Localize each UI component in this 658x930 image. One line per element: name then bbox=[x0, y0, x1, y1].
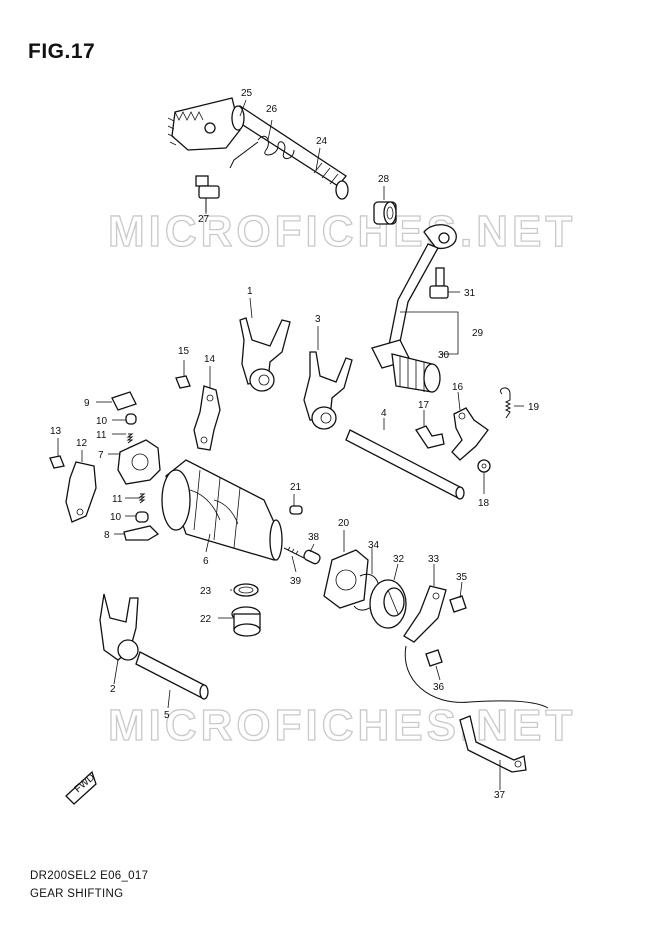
callout-6: 6 bbox=[203, 556, 209, 567]
bearing-28[interactable] bbox=[373, 201, 397, 225]
callout-1: 1 bbox=[247, 286, 253, 297]
callout-22: 22 bbox=[200, 614, 212, 625]
fork-shaft-4[interactable] bbox=[345, 429, 465, 500]
callout-3: 3 bbox=[315, 314, 321, 325]
callout-labels: 25 26 24 27 28 31 29 30 1 3 15 14 9 10 1… bbox=[50, 88, 540, 801]
callout-38: 38 bbox=[308, 532, 320, 543]
leader-lines bbox=[57, 99, 524, 790]
right-side-parts[interactable] bbox=[415, 387, 512, 473]
neutral-switch-32[interactable] bbox=[369, 579, 407, 629]
model-code: DR200SEL2 E06_017 bbox=[30, 870, 149, 882]
cam-plate-20[interactable] bbox=[323, 549, 380, 611]
bolts-35-36[interactable] bbox=[425, 595, 467, 667]
plug-22-washer-23[interactable] bbox=[231, 583, 261, 637]
callout-30: 30 bbox=[438, 350, 450, 361]
callout-11-bottom: 11 bbox=[112, 494, 123, 505]
gearshift-lever-29[interactable] bbox=[371, 224, 457, 393]
bolt-27[interactable] bbox=[195, 175, 220, 212]
callout-23: 23 bbox=[200, 586, 212, 597]
watermark-bottom: MICROFICHES.NET bbox=[108, 701, 576, 750]
callout-14: 14 bbox=[204, 354, 216, 365]
callout-11-top: 11 bbox=[96, 430, 107, 441]
callout-4: 4 bbox=[381, 408, 387, 419]
fork-1[interactable] bbox=[239, 317, 291, 392]
stopper-cam-7[interactable] bbox=[117, 439, 161, 485]
bracket-33[interactable] bbox=[403, 585, 447, 643]
small-parts-left[interactable] bbox=[49, 375, 191, 469]
fork-shaft-5[interactable] bbox=[135, 651, 209, 700]
plate-12[interactable] bbox=[65, 461, 97, 523]
gearshift-shaft-assembly[interactable] bbox=[167, 97, 349, 200]
callout-31: 31 bbox=[464, 288, 476, 299]
switch-wire bbox=[404, 645, 549, 709]
callout-15: 15 bbox=[178, 346, 190, 357]
callout-10-bottom: 10 bbox=[110, 512, 122, 523]
fork-2[interactable] bbox=[99, 593, 139, 661]
callout-39: 39 bbox=[290, 576, 302, 587]
fork-3[interactable] bbox=[303, 351, 353, 430]
callout-35: 35 bbox=[456, 572, 468, 583]
callout-16: 16 bbox=[452, 382, 464, 393]
callout-20: 20 bbox=[338, 518, 350, 529]
callout-5: 5 bbox=[164, 710, 170, 721]
pin-21[interactable] bbox=[289, 505, 303, 515]
callout-12: 12 bbox=[76, 438, 88, 449]
callout-24: 24 bbox=[316, 136, 328, 147]
clamp-37[interactable] bbox=[459, 715, 527, 773]
pins-38-39[interactable] bbox=[283, 546, 321, 565]
callout-17: 17 bbox=[418, 400, 430, 411]
callout-2: 2 bbox=[110, 684, 116, 695]
callout-19: 19 bbox=[528, 402, 540, 413]
gearshift-cam-drum-6[interactable] bbox=[161, 459, 283, 561]
small-parts-lower-left[interactable] bbox=[123, 493, 160, 541]
callout-36: 36 bbox=[433, 682, 445, 693]
callout-32: 32 bbox=[393, 554, 405, 565]
fwd-arrow-icon: FWD bbox=[65, 770, 97, 805]
callout-26: 26 bbox=[266, 104, 278, 115]
callout-13: 13 bbox=[50, 426, 62, 437]
callout-29: 29 bbox=[472, 328, 484, 339]
watermark-top: MICROFICHES.NET bbox=[108, 207, 576, 256]
callout-37: 37 bbox=[494, 790, 506, 801]
callout-10-top: 10 bbox=[96, 416, 108, 427]
callout-34: 34 bbox=[368, 540, 380, 551]
figure-title: FIG.17 bbox=[28, 40, 96, 63]
bolt-31[interactable] bbox=[429, 267, 449, 299]
plate-14[interactable] bbox=[193, 385, 221, 451]
callout-33: 33 bbox=[428, 554, 440, 565]
callout-27: 27 bbox=[198, 214, 210, 225]
callout-21: 21 bbox=[290, 482, 302, 493]
callout-25: 25 bbox=[241, 88, 253, 99]
figure-caption: GEAR SHIFTING bbox=[30, 888, 124, 900]
callout-8: 8 bbox=[104, 530, 110, 541]
callout-18: 18 bbox=[478, 498, 490, 509]
callout-28: 28 bbox=[378, 174, 390, 185]
callout-7: 7 bbox=[98, 450, 104, 461]
callout-9: 9 bbox=[84, 398, 90, 409]
